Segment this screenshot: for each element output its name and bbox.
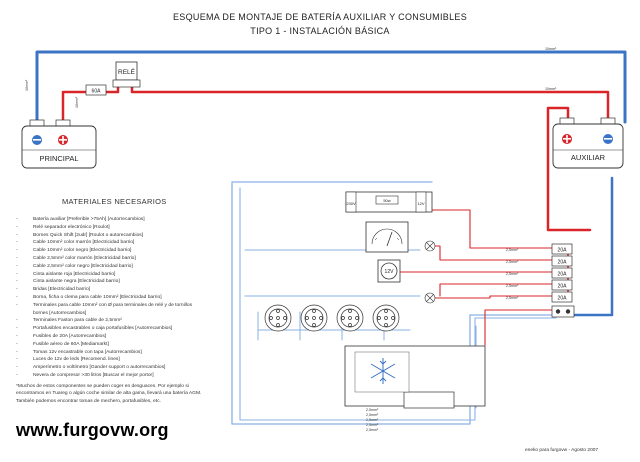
auxiliar-battery: [552, 117, 624, 169]
cable-label-n2: 2,5mm²: [366, 413, 379, 417]
material-item: Bridas [Electricidad barrio]: [16, 286, 206, 294]
material-item: Bornes Quick Shift [2udr] [Roulot o auto…: [16, 232, 206, 240]
cable-label-n1: 2,5mm²: [366, 408, 379, 412]
material-item: Cable 10mm² color marrón [Electricidad b…: [16, 239, 206, 247]
auxiliar-label: AUXILIAR: [571, 153, 606, 162]
12v-socket-label: 12V: [385, 269, 395, 275]
material-item: Fusible aéreo de 60A [Mediamarkt]: [16, 341, 206, 349]
aux-positive-cable: [546, 106, 592, 232]
relay-positive-cable: [130, 84, 610, 124]
site-url: www.furgovw.org: [16, 420, 169, 440]
led-light-icon: [372, 304, 400, 332]
fridge-panel: [345, 191, 433, 213]
material-item: Nevera de compresor >30 litros [Buscar e…: [16, 372, 206, 380]
fuse-20a-1: 20A: [558, 248, 568, 254]
diagram-title: ESQUEMA DE MONTAJE DE BATERÍA AUXILIAR Y…: [172, 12, 467, 22]
led-light-icon: [264, 304, 292, 332]
footnote: *Muchos de estos componentes se pueden c…: [16, 384, 202, 404]
main-negative-cable: [35, 50, 627, 126]
fuse-20a-3: 20A: [558, 272, 568, 278]
cable-label-b5: 2,5mm²: [506, 296, 519, 300]
material-item: Cable 2,5mm² color marrón [Electricidad …: [16, 255, 206, 263]
material-item: Portafusibles encastrables o caja portaf…: [16, 325, 206, 333]
material-item: Relé separador electrónico [Roulot]: [16, 224, 206, 232]
material-item: Cable 10mm² color negro [Electricidad ba…: [16, 247, 206, 255]
cable-label-main-neg: 10mm²: [545, 47, 557, 51]
12v-socket-icon: [377, 259, 401, 283]
cable-label-left-pos: 10mm²: [75, 96, 79, 108]
material-item: Terminales para cable 10mm² con Ø para t…: [16, 302, 206, 318]
cable-label-b2: 2,5mm²: [506, 260, 519, 264]
fridge-230v: 230V: [346, 201, 356, 206]
lamp-icon: [424, 240, 436, 252]
material-item: Batería auxiliar [Preferible >75Ah] [Aut…: [16, 216, 206, 224]
material-item: Cinta aislante negra [Electricidad barri…: [16, 278, 206, 286]
cable-label-n5: 2,5mm²: [366, 428, 379, 432]
materials-list: Batería auxiliar [Preferible >75Ah] [Aut…: [16, 216, 206, 380]
diagram-subtitle: TIPO 1 - INSTALACIÓN BÁSICA: [250, 26, 390, 36]
cable-label-b4: 2,5mm²: [506, 284, 519, 288]
aux-negative-cable: [572, 176, 614, 317]
material-item: Cable 2,5mm² color negro [Electricidad b…: [16, 263, 206, 271]
material-item: Terminales Faston para cable de 2,5mm²: [16, 317, 206, 325]
materials-title: MATERIALES NECESARIOS: [62, 197, 167, 206]
material-item: Amperímetro o voltímetro [Gander support…: [16, 364, 206, 372]
material-item: Luces de 12v de leds [Recomend. lines]: [16, 356, 206, 364]
ammeter-icon: [365, 221, 409, 253]
led-light-icon: [300, 304, 328, 332]
led-light-icon: [336, 304, 364, 332]
material-item: Tomas 12v encastrable con tapa [Autorrec…: [16, 349, 206, 357]
cable-label-n3: 2,5mm²: [366, 418, 379, 422]
snowflake-icon: [370, 358, 396, 384]
principal-label: PRINCIPAL: [39, 154, 78, 163]
compressor-fridge: [344, 345, 486, 409]
principal-positive-cable: [61, 90, 87, 126]
fuse-60a: [85, 84, 107, 96]
fridge-50w: 50w: [383, 198, 390, 203]
fuse-20a-4: 20A: [558, 284, 568, 290]
lamp-icon: [424, 292, 436, 304]
author-credit: eneko para furgovw - Agosto 2007: [525, 448, 599, 453]
fuse-20a-2: 20A: [558, 260, 568, 266]
material-item: Borna, ficha o clema para cable 10mm² [E…: [16, 294, 206, 302]
fuse-60a-label: 60A: [92, 89, 102, 95]
material-item: Fusibles de 20A [Autorrecambios]: [16, 333, 206, 341]
cable-label-n4: 2,5mm²: [366, 423, 379, 427]
fuse-block: [551, 243, 575, 318]
cable-label-b3: 2,5mm²: [506, 272, 519, 276]
fuse-20a-5: 20A: [558, 296, 568, 302]
cable-label-left: 10mm²: [25, 79, 29, 91]
cable-label-main-pos: 10mm²: [545, 87, 557, 91]
fridge-12v: 12V: [417, 201, 424, 206]
cable-label-b1: 2,5mm²: [506, 248, 519, 252]
relay-label: RELÉ: [118, 67, 136, 76]
material-item: Cinta aislante roja [Electricidad barrio…: [16, 271, 206, 279]
principal-battery: [21, 119, 97, 169]
